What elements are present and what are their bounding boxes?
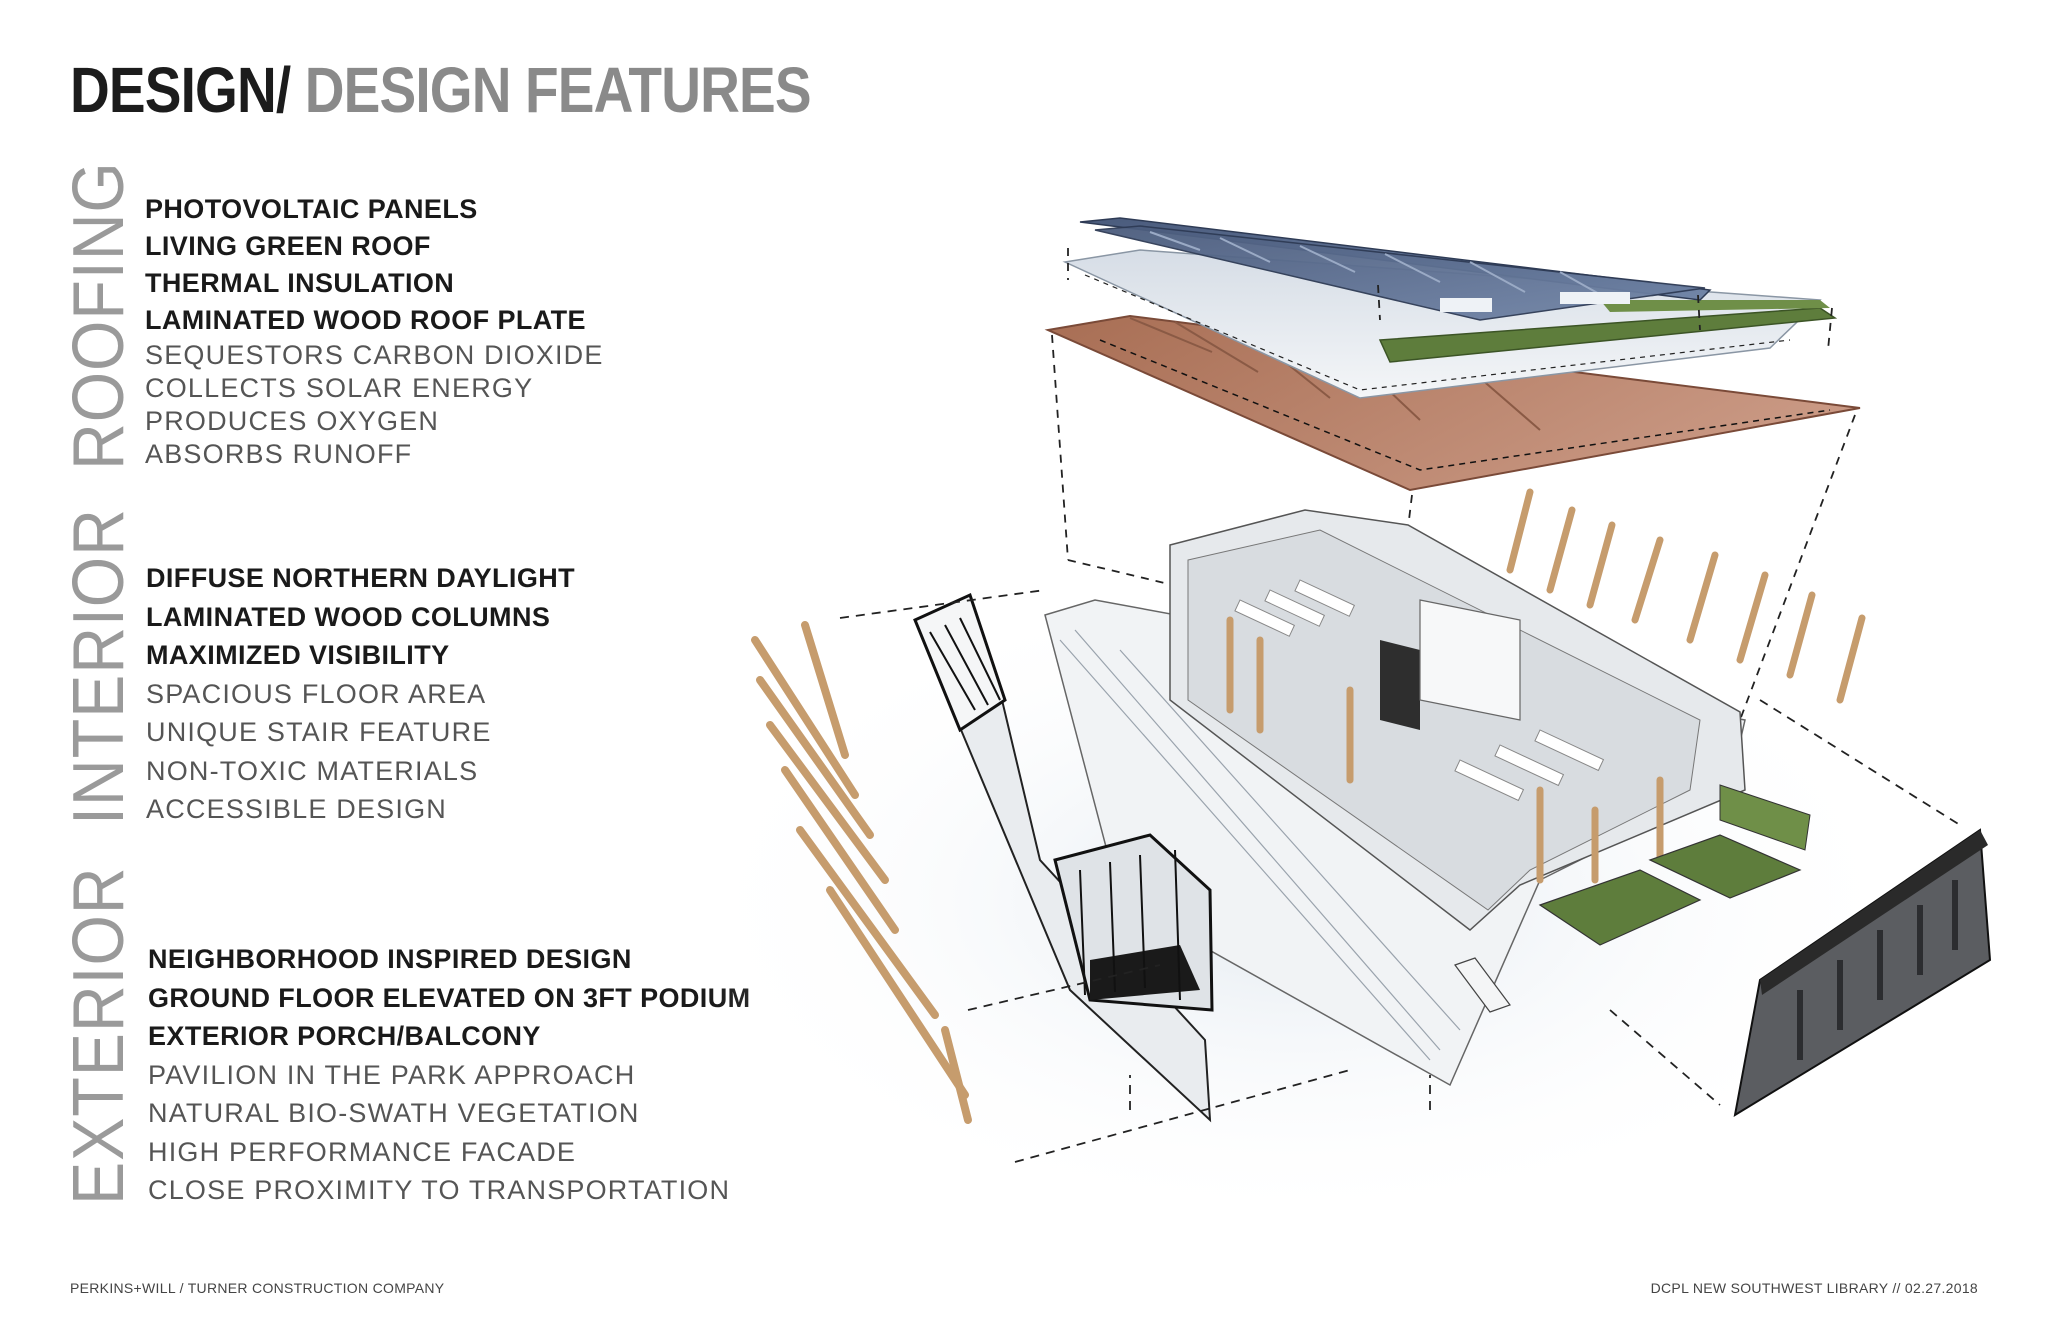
page-title: DESIGN/ DESIGN FEATURES [70,52,812,128]
footer-project-date: DCPL NEW SOUTHWEST LIBRARY // 02.27.2018 [1650,1280,1978,1296]
interior-feature-item: UNIQUE STAIR FEATURE [146,717,492,747]
roofing-feature-item: ABSORBS RUNOFF [145,439,413,469]
west-glass-facade [913,592,1214,1123]
east-masonry-facade [1733,828,1992,1118]
roofing-feature-item: PHOTOVOLTAIC PANELS [145,194,478,224]
roofing-feature-item: THERMAL INSULATION [145,268,455,298]
exterior-feature-item: NEIGHBORHOOD INSPIRED DESIGN [148,944,632,974]
roofing-feature-item: SEQUESTORS CARBON DIOXIDE [145,340,604,370]
title-bold: DESIGN/ [70,54,291,126]
interior-feature-item: MAXIMIZED VISIBILITY [146,640,450,670]
photovoltaic-panels [1079,217,1712,321]
exterior-feature-list: NEIGHBORHOOD INSPIRED DESIGN GROUND FLOOR… [148,940,751,1210]
interior-feature-item: LAMINATED WOOD COLUMNS [146,601,551,632]
living-green-roof-layer [1378,300,1838,363]
roofing-feature-item: LAMINATED WOOD ROOF PLATE [145,305,586,335]
interior-feature-item: SPACIOUS FLOOR AREA [146,678,487,709]
facade-projection-arrows [839,589,1961,1163]
exterior-feature-item: NATURAL BIO-SWATH VEGETATION [148,1098,640,1128]
roofing-feature-item: COLLECTS SOLAR ENERGY [145,373,534,403]
exterior-wood-columns-left [751,621,972,1124]
interior-feature-item: NON-TOXIC MATERIALS [146,755,479,786]
interior-feature-item: DIFFUSE NORTHERN DAYLIGHT [146,563,576,593]
exterior-feature-item: PAVILION IN THE PARK APPROACH [148,1059,636,1090]
roofing-feature-list: PHOTOVOLTAIC PANELS LIVING GREEN ROOF THER… [145,191,604,471]
exterior-wood-columns-right [1506,488,1866,704]
interior-feature-list: DIFFUSE NORTHERN DAYLIGHT LAMINATED WOOD … [146,559,575,829]
footer-credits: PERKINS+WILL / TURNER CONSTRUCTION COMPA… [70,1280,445,1296]
title-light: DESIGN FEATURES [290,54,812,126]
exterior-feature-item: GROUND FLOOR ELEVATED ON 3FT PODIUM [148,982,751,1013]
roofing-feature-item: LIVING GREEN ROOF [145,231,431,261]
roofing-feature-item: PRODUCES OXYGEN [145,406,440,436]
building-body [1044,509,1811,1087]
exterior-feature-item: CLOSE PROXIMITY TO TRANSPORTATION [148,1175,731,1205]
exterior-bench [1454,957,1511,1013]
exterior-feature-item: EXTERIOR PORCH/BALCONY [148,1021,541,1051]
exterior-feature-item: HIGH PERFORMANCE FACADE [148,1136,577,1167]
interior-feature-item: ACCESSIBLE DESIGN [146,794,447,824]
